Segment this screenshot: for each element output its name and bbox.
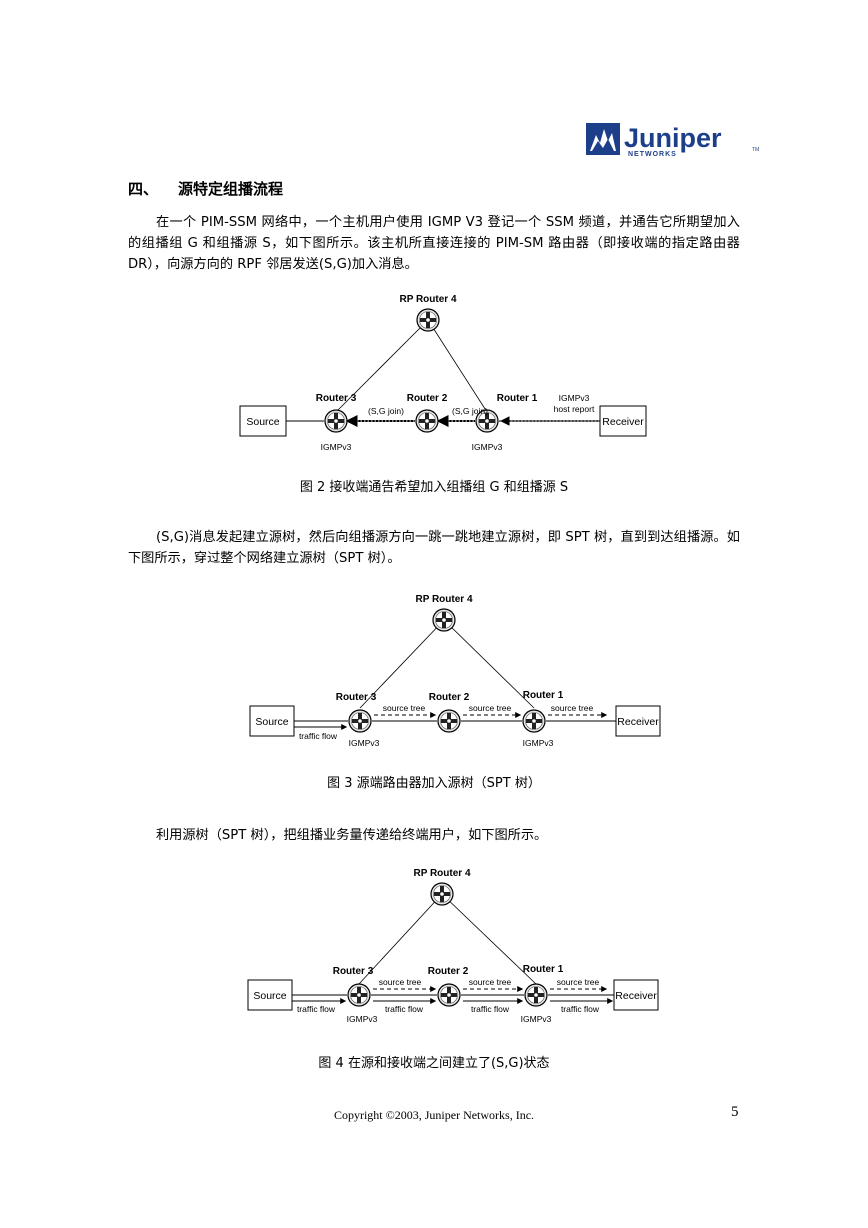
source-tree-label-3: source tree <box>551 703 594 713</box>
logo-tm-text: TM <box>752 147 759 153</box>
source-tree-label-2: source tree <box>469 977 512 987</box>
juniper-logo-icon: Juniper NETWORKS TM <box>586 123 759 158</box>
router1-label: Router 1 <box>523 690 564 701</box>
rp-router-label: RP Router 4 <box>415 594 472 605</box>
router1-igmp-label: IGMPv3 <box>523 738 554 748</box>
paragraph-2: (S,G)消息发起建立源树，然后向组播源方向一跳一跳地建立源树，即 SPT 树，… <box>128 530 740 566</box>
link-rp-router3 <box>359 619 445 709</box>
logo-sub-text: NETWORKS <box>628 151 677 158</box>
traffic-flow-label-1: traffic flow <box>297 1004 336 1014</box>
traffic-flow-label: traffic flow <box>299 731 338 741</box>
router1-igmp-label: IGMPv3 <box>521 1014 552 1024</box>
figure-2-diagram: Source Receiver RP Router 4 Router 3 Rou… <box>239 294 647 452</box>
router3-label: Router 3 <box>336 692 377 703</box>
rp-router-icon <box>416 308 440 332</box>
router2-label: Router 2 <box>429 692 470 703</box>
source-tree-label-3: source tree <box>557 977 600 987</box>
receiver-label: Receiver <box>615 990 657 1002</box>
router3-icon <box>324 409 348 433</box>
router1-icon <box>524 983 548 1007</box>
router3-igmp-label: IGMPv3 <box>321 442 352 452</box>
figure-3-diagram: Source Receiver RP Router 4 Router 3 Rou… <box>249 594 661 748</box>
link-rp-router3 <box>358 893 443 985</box>
router1-label: Router 1 <box>523 964 564 975</box>
receiver-label: Receiver <box>617 716 659 728</box>
source-box <box>239 405 287 437</box>
receiver-box <box>613 979 659 1011</box>
receiver-box <box>615 705 661 737</box>
router3-icon <box>348 709 372 733</box>
source-tree-label-2: source tree <box>469 703 512 713</box>
sg-join-label-2: (S,G join) <box>452 406 488 416</box>
receiver-label: Receiver <box>602 416 644 428</box>
rp-router-icon <box>432 608 456 632</box>
caption-figure-3: 图 3 源端路由器加入源树（SPT 树） <box>327 776 541 791</box>
page-number: 5 <box>731 1104 739 1120</box>
juniper-logo: Juniper NETWORKS TM <box>586 121 766 159</box>
section-title: 源特定组播流程 <box>178 180 284 198</box>
link-rp-router1 <box>441 893 537 985</box>
rp-router-icon <box>430 882 454 906</box>
traffic-flow-label-3: traffic flow <box>471 1004 510 1014</box>
igmp-report-label-1: IGMPv3 <box>559 393 590 403</box>
rp-router-label: RP Router 4 <box>413 868 470 879</box>
router1-igmp-label: IGMPv3 <box>472 442 503 452</box>
caption-figure-2: 图 2 接收端通告希望加入组播组 G 和组播源 S <box>299 480 569 495</box>
igmp-report-label-2: host report <box>554 404 595 414</box>
source-label: Source <box>246 416 279 428</box>
sg-join-label-1: (S,G join) <box>368 406 404 416</box>
link-rp-router1 <box>427 319 488 413</box>
source-label: Source <box>253 990 286 1002</box>
link-rp-router3 <box>335 319 429 413</box>
router2-label: Router 2 <box>407 393 448 404</box>
router2-label: Router 2 <box>428 966 469 977</box>
rp-router-label: RP Router 4 <box>399 294 456 305</box>
section-number: 四、 <box>128 180 159 198</box>
router3-label: Router 3 <box>316 393 357 404</box>
router1-icon <box>522 709 546 733</box>
figure-4-diagram: Source Receiver RP Router 4 Router 3 Rou… <box>247 868 659 1024</box>
caption-figure-4: 图 4 在源和接收端之间建立了(S,G)状态 <box>318 1056 550 1071</box>
source-box <box>247 979 293 1011</box>
router3-igmp-label: IGMPv3 <box>349 738 380 748</box>
traffic-flow-label-4: traffic flow <box>561 1004 600 1014</box>
traffic-flow-label-2: traffic flow <box>385 1004 424 1014</box>
router3-igmp-label: IGMPv3 <box>347 1014 378 1024</box>
router2-icon <box>437 983 461 1007</box>
link-rp-router1 <box>443 619 535 709</box>
router3-label: Router 3 <box>333 966 374 977</box>
router1-label: Router 1 <box>497 393 538 404</box>
logo-brand-text: Juniper <box>624 123 722 153</box>
router2-icon <box>415 409 439 433</box>
footer-copyright: Copyright ©2003, Juniper Networks, Inc. <box>333 1108 535 1122</box>
router2-icon <box>437 709 461 733</box>
paragraph-3: 利用源树（SPT 树），把组播业务量传递给终端用户，如下图所示。 <box>156 828 548 843</box>
source-tree-label-1: source tree <box>379 977 422 987</box>
paragraph-1: 在一个 PIM-SSM 网络中，一个主机用户使用 IGMP V3 登记一个 SS… <box>128 215 740 272</box>
section-heading: 四、 源特定组播流程 <box>128 178 283 199</box>
source-tree-label-1: source tree <box>383 703 426 713</box>
router3-icon <box>347 983 371 1007</box>
source-label: Source <box>255 716 288 728</box>
